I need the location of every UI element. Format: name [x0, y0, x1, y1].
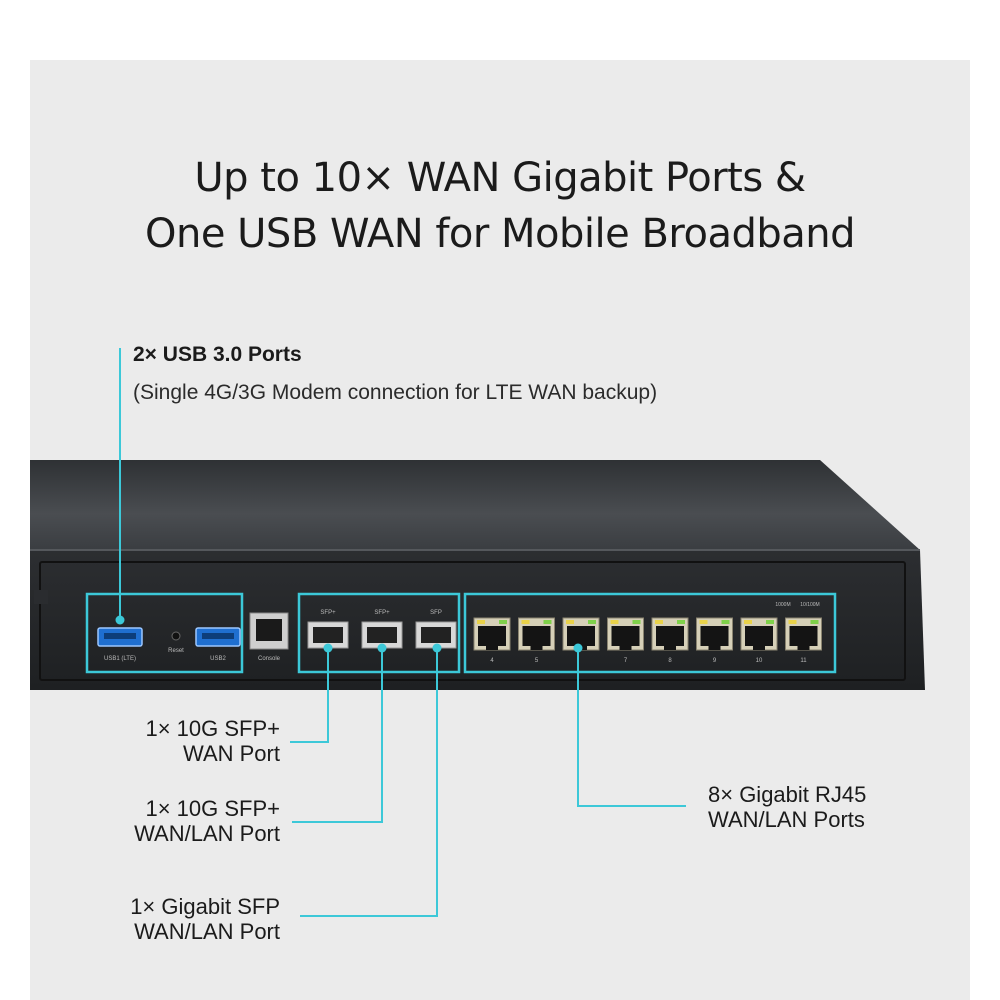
sfp3-label: SFP: [430, 610, 442, 616]
callout-gig-sfp-line1: 1× Gigabit SFP: [130, 894, 280, 919]
sfp-wanlan-dot: [377, 643, 387, 653]
reset-button: [171, 631, 181, 641]
callout-rj45: 8× Gigabit RJ45 WAN/LAN Ports: [708, 782, 948, 832]
reset-label: Reset: [168, 648, 184, 654]
callout-rj45-line1: 8× Gigabit RJ45: [708, 782, 867, 807]
speed-1000-label: 1000M: [775, 602, 790, 608]
rj45-port-number: 4: [490, 658, 494, 664]
sfp-wan-dot: [323, 643, 333, 653]
rj45-port: 7: [607, 617, 644, 664]
rj45-port-number: 9: [713, 658, 717, 664]
status-led-area: [34, 590, 48, 604]
rj45-port: 9: [696, 617, 733, 664]
rj45-port: 11: [785, 617, 822, 664]
sfp-wan-leader-line: [290, 648, 329, 743]
rj45-port-number: 10: [756, 658, 763, 664]
callout-rj45-line2: WAN/LAN Ports: [708, 807, 865, 832]
front-bezel: [39, 561, 906, 681]
sfp-wanlan-leader-line: [292, 648, 383, 823]
rj45-port: 4: [473, 617, 511, 664]
rj45-ports: 4 5 7 8 9 10 11: [473, 617, 822, 664]
callout-sfp-wanlan-line1: 1× 10G SFP+: [145, 796, 280, 821]
page-title: Up to 10× WAN Gigabit Ports & One USB WA…: [0, 150, 1000, 262]
sfp2-label: SFP+: [374, 610, 390, 616]
console-label: Console: [258, 656, 281, 662]
callout-sfp-wanlan-line2: WAN/LAN Port: [134, 821, 280, 846]
rj45-port-number: 7: [624, 658, 628, 664]
sfp1-label: SFP+: [320, 610, 336, 616]
rj45-port: 8: [651, 617, 689, 664]
callout-sfp-wan: 1× 10G SFP+ WAN Port: [80, 716, 280, 766]
title-line-2: One USB WAN for Mobile Broadband: [144, 211, 856, 257]
rj45-highlight-box: [463, 592, 837, 674]
usb-highlight-box: [85, 592, 244, 674]
gig-sfp-leader-line: [300, 648, 438, 917]
chassis-top: [30, 460, 920, 550]
rj45-port-number: 11: [800, 658, 807, 664]
usb1-label: USB1 (LTE): [104, 656, 136, 662]
callout-sfp-wanlan: 1× 10G SFP+ WAN/LAN Port: [60, 796, 280, 846]
title-line-1: Up to 10× WAN Gigabit Ports &: [194, 155, 806, 201]
usb-ports-heading: 2× USB 3.0 Ports: [133, 343, 302, 366]
rj45-leader-line: [577, 648, 686, 807]
usb-ports-description: (Single 4G/3G Modem connection for LTE W…: [133, 381, 658, 404]
callout-gig-sfp-line2: WAN/LAN Port: [134, 919, 280, 944]
callout-sfp-wan-line1: 1× 10G SFP+: [145, 716, 280, 741]
callout-lines: [119, 348, 686, 917]
sfp-highlight-box: [297, 592, 461, 674]
speed-100-label: 10/100M: [800, 602, 819, 608]
gig-sfp-dot: [432, 643, 442, 653]
rj45-port-number: 5: [535, 658, 539, 664]
rj45-port-number: 8: [668, 658, 672, 664]
callout-sfp-wan-line2: WAN Port: [183, 741, 280, 766]
rj45-port: 10: [740, 617, 778, 664]
sfp-ports: SFP+ SFP+ SFP: [307, 610, 457, 649]
usb-leader-dot: [115, 615, 125, 625]
usb2-label: USB2: [210, 656, 226, 662]
rj45-dot: [573, 643, 583, 653]
rj45-port: 5: [518, 617, 555, 664]
callout-gig-sfp: 1× Gigabit SFP WAN/LAN Port: [60, 894, 280, 944]
